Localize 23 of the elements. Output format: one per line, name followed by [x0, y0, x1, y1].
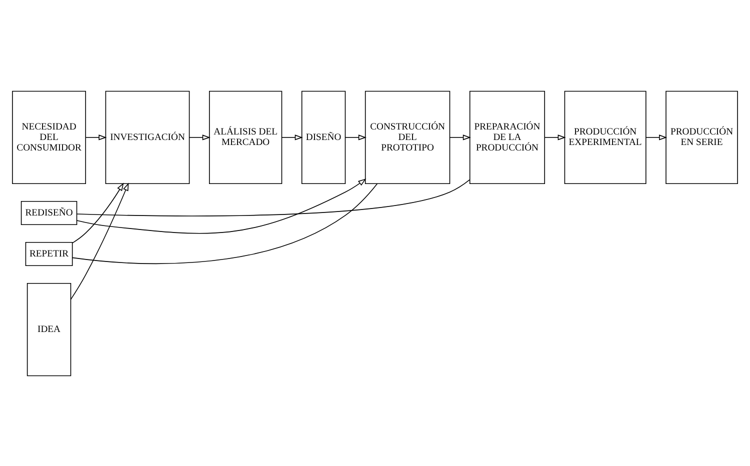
arrow	[344, 134, 366, 140]
node-box: IDEA	[26, 282, 72, 376]
arrow	[76, 178, 366, 234]
node-box: REDISEÑO	[20, 200, 78, 225]
connector	[76, 178, 470, 216]
node-box: CONSTRUCCIÓN DEL PROTOTIPO	[364, 90, 450, 184]
arrow	[72, 182, 124, 243]
arrow	[281, 134, 303, 140]
arrow	[70, 182, 129, 300]
arrow	[450, 134, 471, 140]
node-box: DISEÑO	[301, 90, 346, 184]
node-box: REPETIR	[25, 241, 73, 266]
arrow	[85, 134, 107, 140]
node-box: ALÁLISIS DEL MERCADO	[209, 90, 282, 184]
arrow	[544, 134, 566, 140]
node-box: PRODUCCIÓN EN SERIE	[666, 90, 738, 184]
arrow	[189, 134, 210, 140]
node-box: NECESIDAD DEL CONSUMIDOR	[12, 90, 86, 184]
arrow	[646, 134, 668, 140]
connector	[72, 182, 378, 264]
node-box: PREPARACIÓN DE LA PRODUCCIÓN	[469, 90, 546, 184]
node-box: PRODUCCIÓN EXPERIMENTAL	[564, 90, 646, 184]
node-box: INVESTIGACIÓN	[105, 90, 190, 184]
